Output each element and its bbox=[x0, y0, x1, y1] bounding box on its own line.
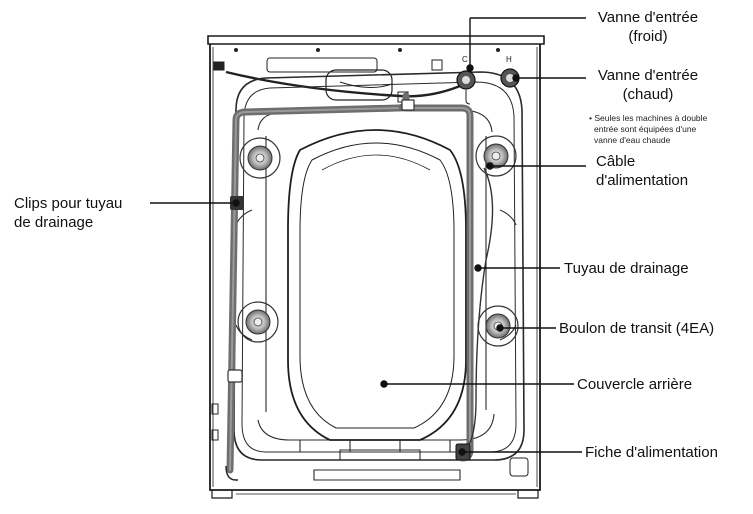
cold-valve-label-line1: Vanne d'entrée bbox=[597, 9, 699, 26]
bottom-parts bbox=[211, 403, 529, 481]
drain-hose-clips bbox=[227, 99, 415, 383]
hot-valve-note-line3: vanne d'eau chaude bbox=[594, 135, 671, 145]
drain-clips-label: Clips pour tuyau de drainage bbox=[14, 194, 122, 232]
transit-bolt-label: Boulon de transit (4EA) bbox=[559, 320, 715, 337]
hot-valve-label-line2: (chaud) bbox=[622, 86, 674, 103]
top-panel bbox=[213, 48, 500, 103]
hot-valve-note-line1: • Seules les machines à double bbox=[589, 113, 708, 123]
drain-clips-label-line1: Clips pour tuyau bbox=[14, 195, 123, 212]
cold-valve-label: Vanne d'entrée (froid) bbox=[588, 8, 708, 46]
power-cable bbox=[455, 167, 494, 461]
power-cable-label-line1: Câble bbox=[596, 153, 636, 170]
cold-valve-mark: C bbox=[462, 55, 468, 64]
power-cable-label: Câble d'alimentation bbox=[596, 152, 688, 190]
hot-valve-note-line2: entrée sont équipées d'une bbox=[594, 124, 697, 134]
leader-lines bbox=[150, 17, 586, 456]
inlet-valves: C H bbox=[456, 55, 520, 105]
hot-valve-mark: H bbox=[506, 55, 512, 64]
back-cover-label: Couvercle arrière bbox=[577, 376, 693, 393]
drain-clips-label-line2: de drainage bbox=[14, 214, 94, 231]
cold-valve-label-line2: (froid) bbox=[628, 28, 668, 45]
back-frame bbox=[233, 71, 525, 461]
rear-cover bbox=[287, 129, 467, 441]
power-cable-label-line2: d'alimentation bbox=[596, 172, 689, 189]
drain-hose-label: Tuyau de drainage bbox=[564, 260, 689, 277]
hot-valve-label: Vanne d'entrée (chaud) bbox=[588, 66, 708, 104]
hot-valve-label-line1: Vanne d'entrée bbox=[597, 67, 699, 84]
power-plug-label: Fiche d'alimentation bbox=[585, 444, 718, 461]
transit-bolts bbox=[237, 135, 519, 347]
hot-valve-note: • Seules les machines à double entrée so… bbox=[589, 113, 707, 146]
